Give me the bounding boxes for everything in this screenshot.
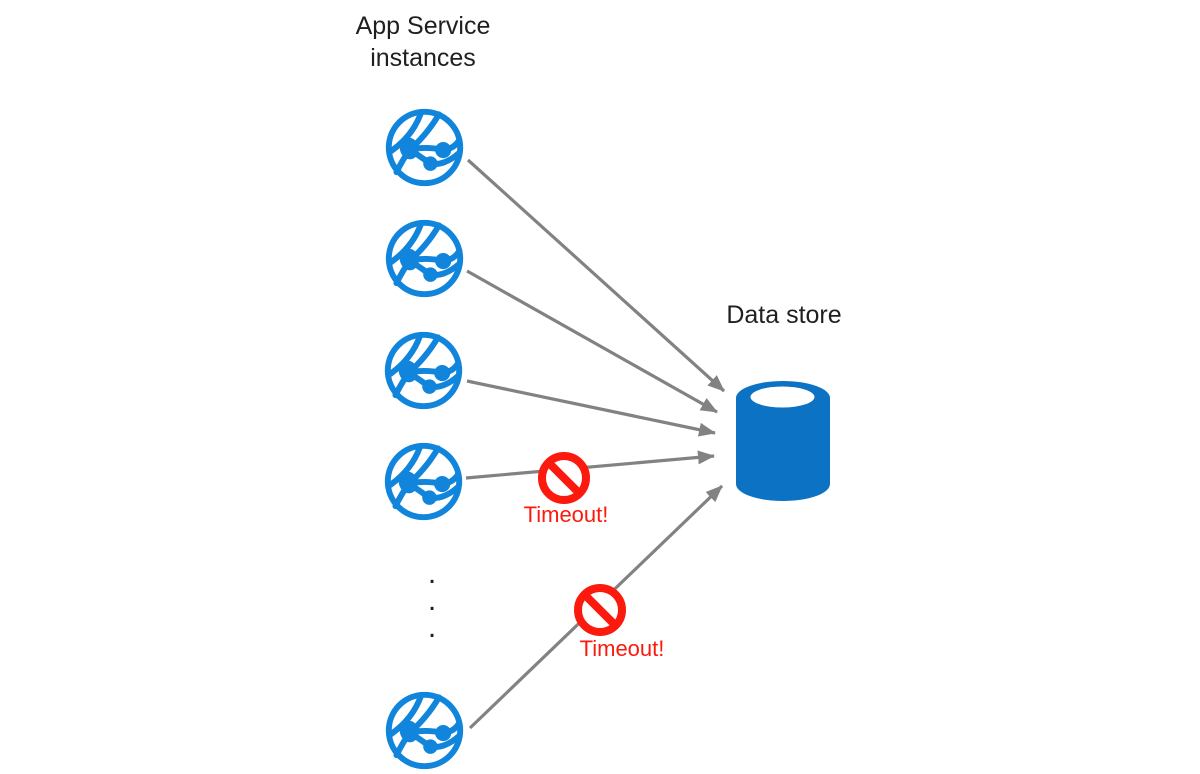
app-service-globe-icon	[381, 328, 466, 413]
arrow-instance1-to-datastore	[466, 158, 726, 393]
timeout-label: Timeout!	[579, 636, 665, 661]
arrow-instance2-to-datastore	[466, 269, 718, 414]
arrow-instance3-to-datastore	[466, 379, 716, 437]
ellipsis-dot: .	[427, 557, 437, 590]
timeout-label: Timeout!	[523, 502, 609, 527]
arrow-instance4-to-datastore	[465, 450, 715, 480]
app-service-globe-icon	[382, 688, 467, 773]
no-entry-icon	[536, 450, 592, 506]
app-service-group-label: App Service instances	[355, 12, 491, 72]
no-entry-icon	[572, 582, 628, 638]
ellipsis-dot: .	[427, 611, 437, 644]
app-service-globe-icon	[382, 105, 467, 190]
ellipsis-dot: .	[427, 584, 437, 617]
more-instances-ellipsis: . . .	[420, 557, 444, 644]
data-store-label: Data store	[726, 301, 842, 329]
app-service-globe-icon	[381, 439, 466, 524]
database-cylinder-icon	[736, 381, 830, 501]
app-service-globe-icon	[382, 216, 467, 301]
